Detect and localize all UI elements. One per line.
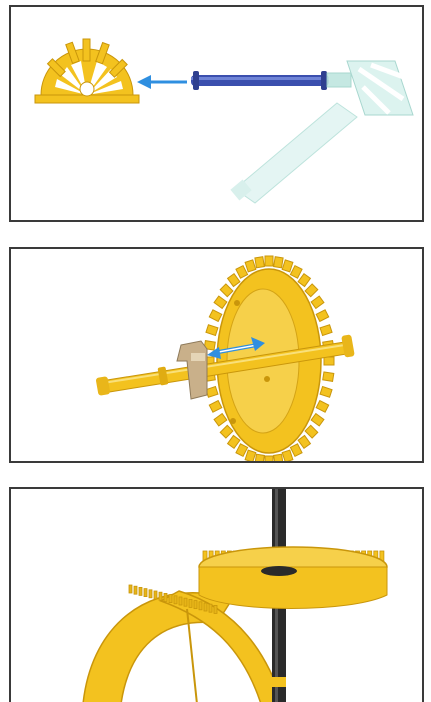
- gear-tooth: [316, 310, 329, 322]
- gear-tooth: [305, 284, 318, 297]
- gear-tooth: [245, 450, 256, 462]
- gear-tooth: [311, 414, 324, 426]
- gear-tooth: [214, 296, 227, 308]
- gear-tooth: [255, 454, 264, 463]
- gear-tooth: [144, 589, 147, 597]
- gear-tooth: [209, 401, 222, 413]
- gear-tooth: [282, 260, 293, 272]
- gear-tooth: [236, 444, 248, 457]
- gear-tooth: [220, 425, 233, 438]
- gear-tooth: [228, 436, 240, 449]
- gear-tooth: [199, 602, 202, 610]
- gear-tooth: [206, 325, 218, 336]
- gear-tooth: [274, 454, 283, 463]
- gear-tooth: [134, 586, 137, 594]
- gear-tooth: [290, 444, 302, 457]
- gear-tooth: [209, 604, 212, 612]
- gear-tooth: [214, 605, 217, 613]
- instruction-step-3-panel: [9, 487, 424, 702]
- gear-tooth: [245, 260, 256, 272]
- gear-tooth: [189, 599, 192, 607]
- gear-tooth: [220, 284, 233, 297]
- instruction-step-1-panel: [9, 5, 424, 222]
- upper-yellow-gear: [199, 547, 387, 609]
- gear-tooth: [154, 591, 157, 599]
- yellow-connector-part: [35, 39, 139, 103]
- gear-tooth: [159, 592, 162, 600]
- gear-tooth: [129, 585, 132, 593]
- gear-tooth: [320, 325, 332, 336]
- gear-tooth: [298, 274, 310, 287]
- gear-tooth: [265, 456, 273, 463]
- gear-tooth: [184, 598, 187, 606]
- gear-tooth: [274, 257, 283, 268]
- gear-tooth: [164, 593, 167, 601]
- gear-tooth: [206, 387, 218, 398]
- gear-tooth: [282, 450, 293, 462]
- gear-tooth: [255, 257, 264, 268]
- gear-tooth: [209, 310, 222, 322]
- gear-tooth: [228, 274, 240, 287]
- gear-tooth: [204, 603, 207, 611]
- gear-tooth: [316, 401, 329, 413]
- gear-tooth: [149, 590, 152, 598]
- gear-tooth: [139, 587, 142, 595]
- gear-tooth: [194, 601, 197, 609]
- gear-tooth: [214, 414, 227, 426]
- gear-tooth: [290, 266, 302, 279]
- step-3-illustration: [11, 489, 424, 702]
- gear-tooth: [320, 387, 332, 398]
- gear-tooth: [305, 425, 318, 438]
- gear-tooth: [324, 357, 334, 365]
- step-1-illustration: [11, 7, 424, 222]
- gear-tooth: [174, 596, 177, 604]
- gear-tooth: [311, 296, 324, 308]
- gear-tooth: [179, 597, 182, 605]
- insert-arrow: [137, 75, 187, 89]
- gear-tooth: [169, 595, 172, 603]
- gear-tooth: [323, 372, 334, 381]
- gear-tooth: [265, 256, 273, 266]
- gear-tooth: [236, 266, 248, 279]
- step-2-illustration: [11, 249, 424, 463]
- blue-rod-part: [191, 71, 329, 90]
- gear-tooth: [298, 436, 310, 449]
- instruction-step-2-panel: [9, 247, 424, 463]
